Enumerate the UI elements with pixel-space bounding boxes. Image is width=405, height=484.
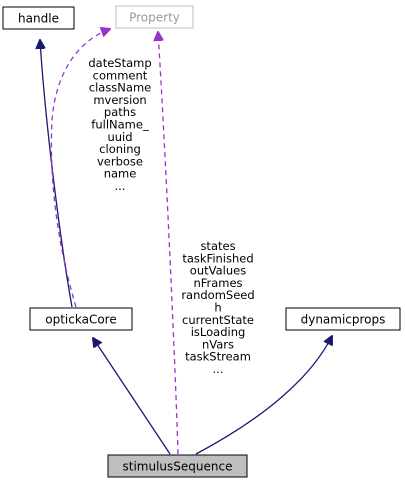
- label-line: outValues: [190, 264, 246, 278]
- node-handle-label: handle: [18, 12, 59, 26]
- edge-stim-to-property: [158, 32, 179, 455]
- label-line: comment: [93, 68, 148, 82]
- node-handle[interactable]: handle: [2, 6, 75, 30]
- label-line: nFrames: [193, 276, 242, 290]
- node-property[interactable]: Property: [115, 5, 194, 29]
- node-opticka-core[interactable]: optickaCore: [29, 307, 133, 331]
- edge-stim-to-dynamicprops: [195, 336, 332, 455]
- label-line: nVars: [202, 337, 234, 351]
- label-line: mversion: [93, 93, 146, 107]
- label-line: ...: [213, 362, 224, 376]
- label-line: verbose: [97, 154, 143, 168]
- label-line: randomSeed: [181, 288, 254, 302]
- node-property-label: Property: [129, 11, 180, 25]
- label-line: className: [89, 81, 151, 95]
- label-line: isLoading: [191, 325, 246, 339]
- node-stimulus-sequence-label: stimulusSequence: [123, 460, 233, 474]
- node-opticka-core-label: optickaCore: [45, 313, 116, 327]
- label-line: states: [200, 239, 235, 253]
- node-stimulus-sequence[interactable]: stimulusSequence: [107, 454, 248, 478]
- edge-core-to-property: [50, 29, 110, 308]
- label-line: cloning: [99, 142, 141, 156]
- edge-core-to-handle: [40, 40, 73, 308]
- label-line: taskStream: [185, 350, 251, 364]
- label-line: uuid: [107, 130, 132, 144]
- label-line: fullName_: [91, 118, 149, 132]
- node-dynamicprops-label: dynamicprops: [301, 313, 386, 327]
- label-line: taskFinished: [182, 251, 253, 265]
- edges: [40, 29, 332, 455]
- label-line: ...: [115, 179, 126, 193]
- edge-stim-to-core: [93, 338, 171, 455]
- label-line: paths: [104, 105, 136, 119]
- node-dynamicprops[interactable]: dynamicprops: [285, 307, 401, 331]
- label-line: h: [214, 301, 221, 315]
- label-line: dateStamp: [88, 56, 151, 70]
- label-line: currentState: [182, 313, 254, 327]
- label-line: name: [104, 167, 137, 181]
